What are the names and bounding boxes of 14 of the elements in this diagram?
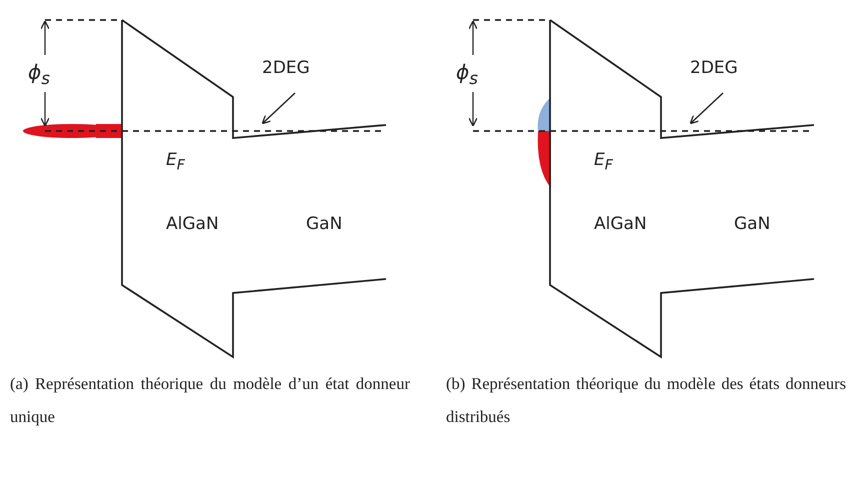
figure-caption: (b) Représentation théorique du modèle des états donneurs distribués (446, 373, 846, 428)
figure-caption: (a) Représentation théorique du modèle d’un état donneur unique (10, 373, 410, 428)
symbol-label: ϕ$_{s}$ (456, 60, 478, 88)
layer-label: AlGaN (594, 214, 647, 234)
leader-arrow (690, 92, 724, 124)
layer-label: 2DEG (262, 58, 310, 78)
layer-label: GaN (306, 214, 342, 234)
symbol-label: E$_{F}$ (594, 150, 613, 174)
symbol-label: E$_{F}$ (166, 150, 185, 174)
layer-label: GaN (734, 214, 770, 234)
symbol-label: ϕ$_{s}$ (28, 60, 50, 88)
layer-label: AlGaN (166, 214, 219, 234)
layer-label: 2DEG (690, 58, 738, 78)
leader-arrow (262, 92, 296, 124)
